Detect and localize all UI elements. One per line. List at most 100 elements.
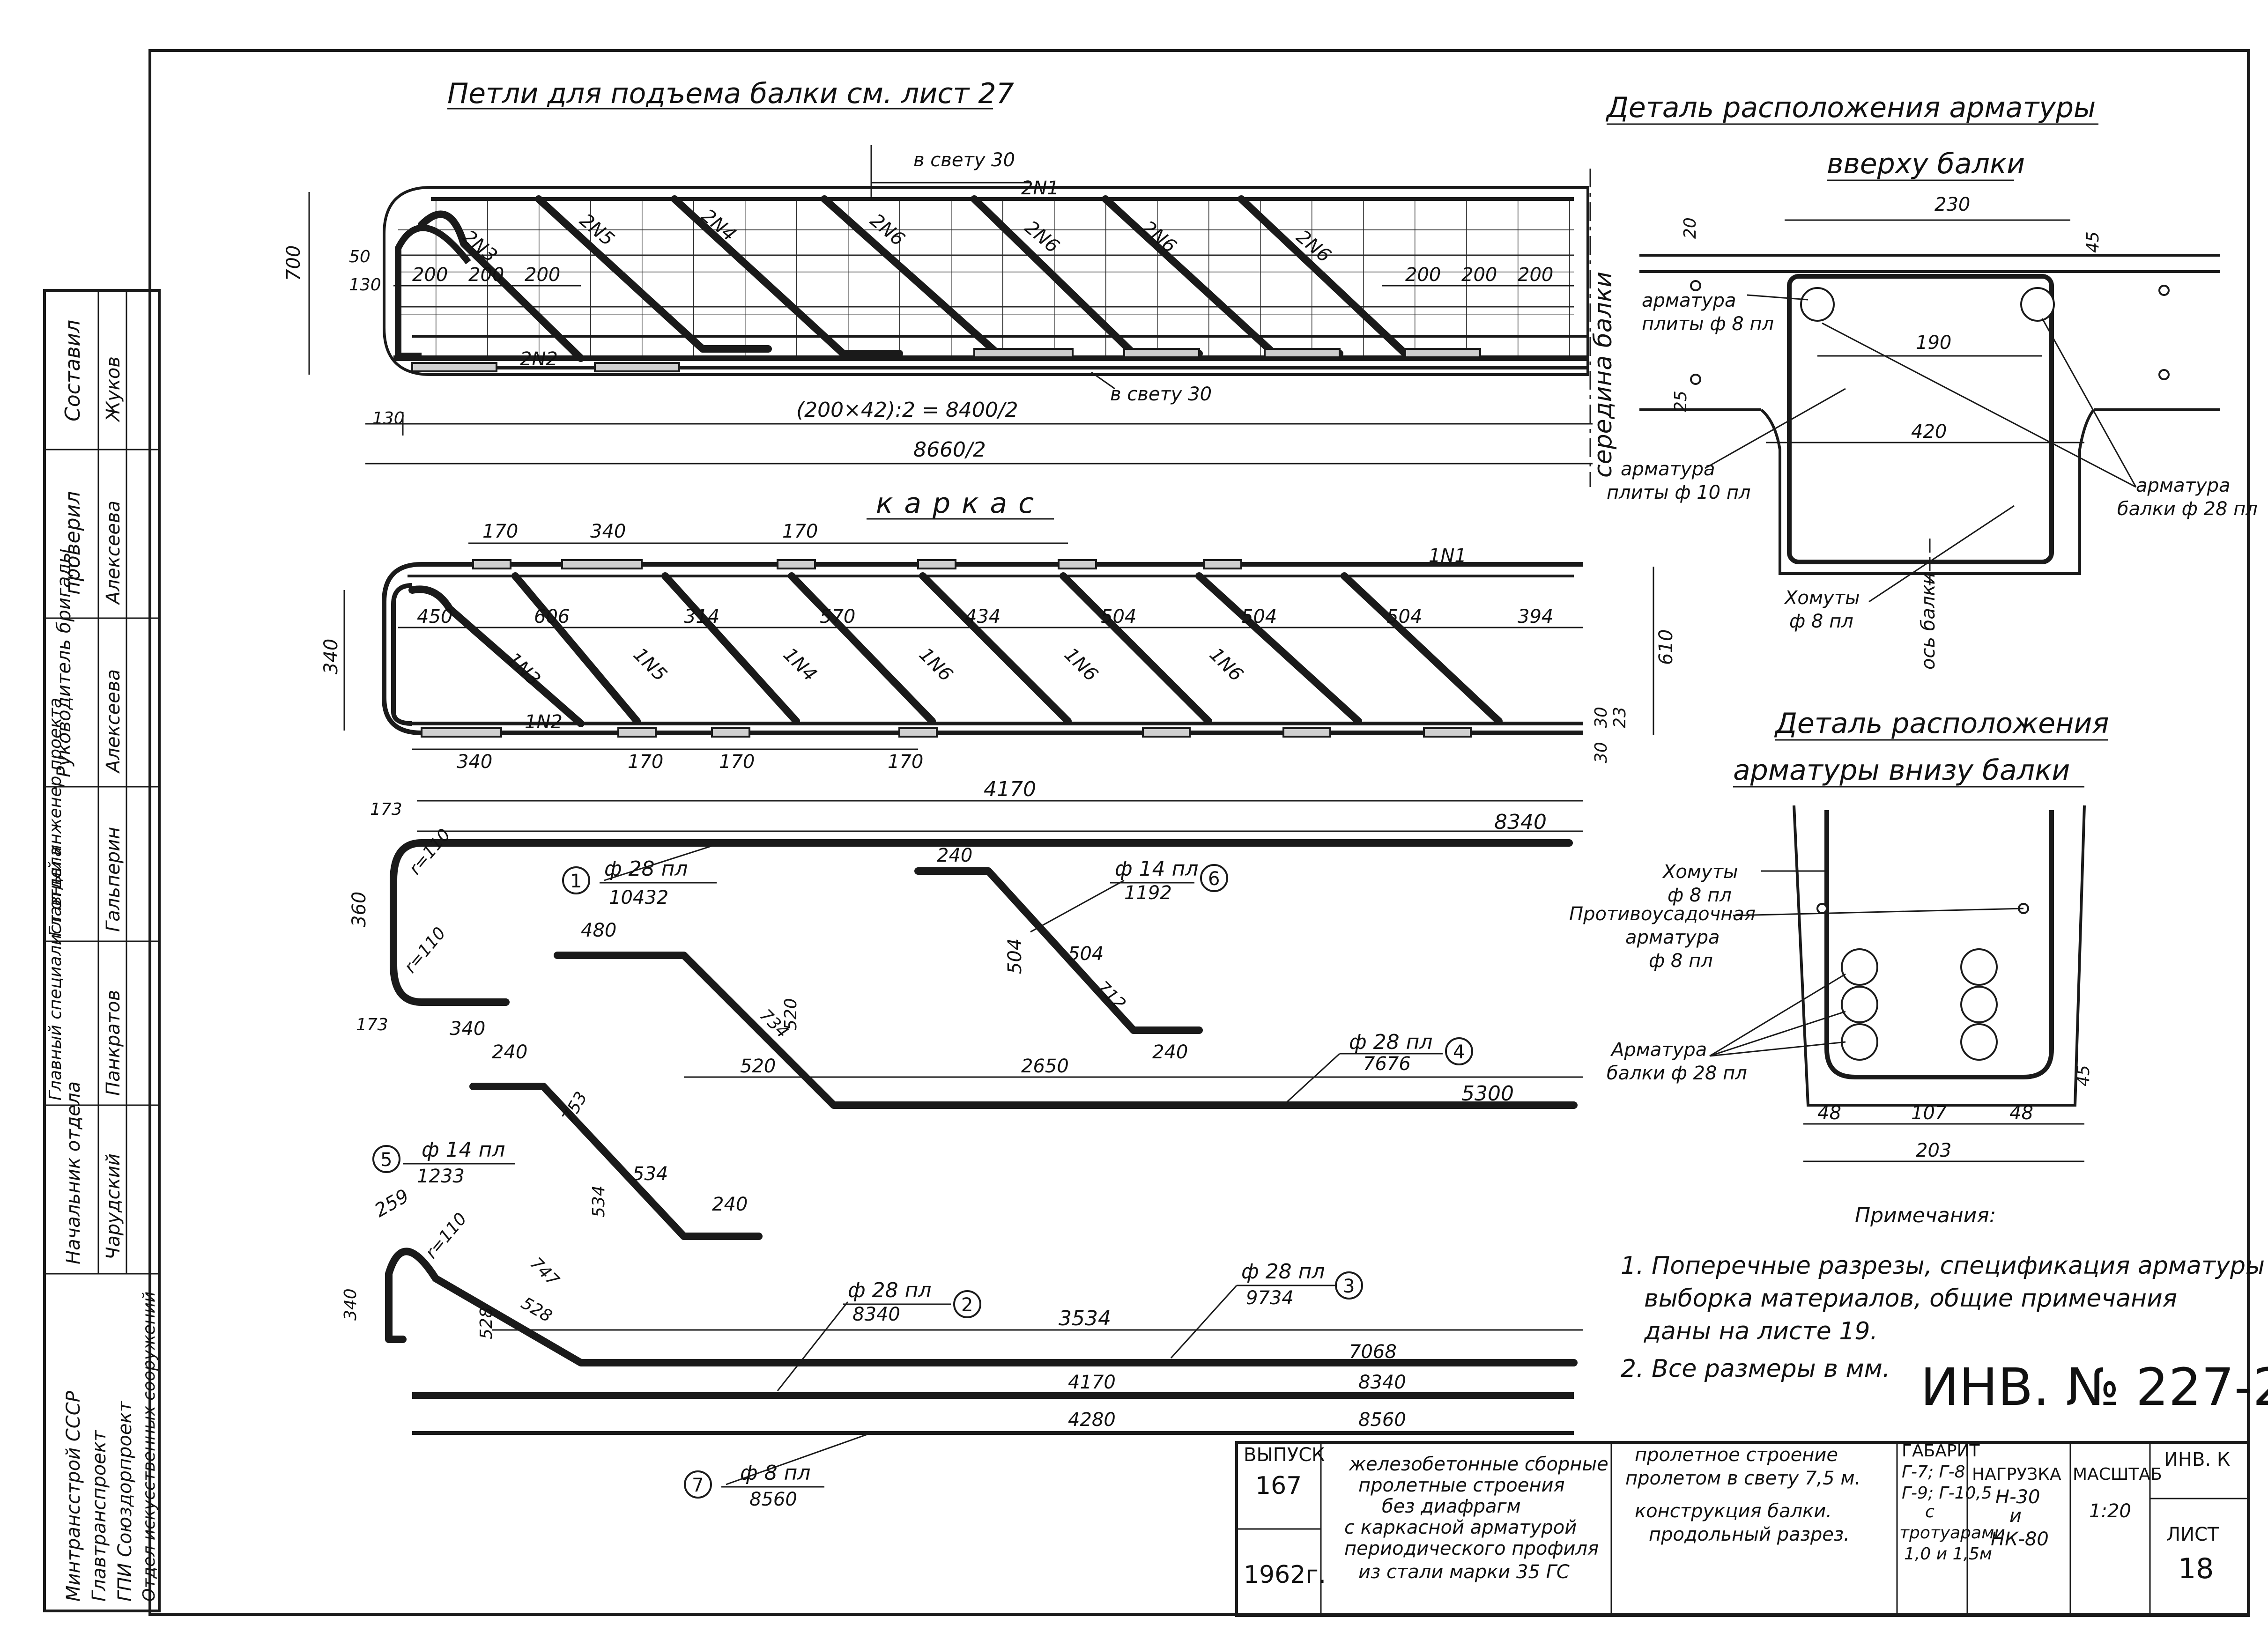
tb-gab-label: ГАБАРИТ [1902,1441,1980,1461]
bar2-num: 2 [961,1294,973,1316]
db-stir-1: Хомуты [1662,861,1738,883]
stamp-org-2: Главтранспроект [89,1430,110,1602]
k-span-0: 450 [417,606,452,628]
k-span-4: 434 [965,606,1001,628]
db-beam-2: балки ф 28 пл [1607,1063,1747,1084]
tb-desc-4: с каркасной арматурой [1344,1517,1577,1538]
db-48-a: 48 [1817,1102,1841,1124]
top-title: Петли для подъема балки см. лист 27 [447,77,1014,110]
k-dim-340-a: 340 [590,521,626,542]
stamp-org-4: Отдел искусственных сооружений [140,1292,159,1602]
k-span-2: 314 [684,606,719,628]
stamp-role-0: Составил [61,320,85,421]
bar5-dia: ф 14 пл [422,1138,505,1162]
dim-total: 8660/2 [913,438,986,462]
k-dim-610: 610 [1655,629,1677,665]
tb-vypusk: 167 [1255,1472,1302,1500]
bar6-len: 1192 [1124,882,1172,904]
bar4-dia: ф 28 пл [1349,1030,1432,1054]
k-dim-170-d: 170 [719,751,755,773]
bar3-num: 3 [1343,1276,1355,1297]
k-span-7: 504 [1386,606,1422,628]
bar4-5300: 5300 [1461,1082,1514,1106]
db-title1: Деталь расположения [1774,707,2109,740]
bar-6-shape [914,867,1203,1034]
k-span-3: 570 [820,606,855,628]
dt-slab8-1: арматура [1642,290,1736,311]
bar4-480: 480 [581,920,616,941]
db-anti-3: ф 8 пл [1649,950,1713,972]
dt-beam-1: арматура [2136,475,2230,496]
db-anti-1: Противоусадочная [1569,903,1756,925]
stamp-role-1: проверил [61,491,85,595]
db-107: 107 [1911,1102,1947,1124]
stamp-name-5: Чарудский [103,1153,124,1260]
k-dim-23: 23 [1610,707,1630,728]
bar1-173-b: 173 [356,1015,388,1034]
stamp-name-1: Алексеева [103,501,124,606]
dt-stir-2: ф 8 пл [1789,611,1853,632]
bar4-marker [1445,1037,1473,1065]
dt-slab8-2: плиты ф 8 пл [1642,313,1774,335]
db-anti-2: арматура [1625,927,1720,948]
tb-vypusk-label: ВЫПУСК [1244,1444,1325,1466]
dt-stirrup [1787,274,2054,564]
k-dim-170-b: 170 [782,521,818,542]
bar1-marker [562,866,590,894]
dt-20: 20 [1681,217,1700,239]
bar6-dia: ф 14 пл [1115,857,1198,881]
bar3-marker [1335,1271,1363,1300]
bar4-len: 7676 [1363,1053,1411,1075]
db-45: 45 [2074,1065,2093,1086]
dim-200-5: 200 [1461,264,1497,286]
dim-50: 50 [349,247,371,266]
dt-title1: Деталь расположения арматуры [1605,91,2096,124]
tb-desc-3: без диафрагм [1382,1496,1521,1517]
note-2: 2. Все размеры в мм. [1621,1355,1890,1383]
tb-obj-2: пролетом в свету 7,5 м. [1625,1468,1860,1489]
k-label-1n6-b: 1N6 [1060,644,1102,686]
bar3-dia: ф 28 пл [1241,1260,1325,1284]
bar-schedule: 4170 8340 360 173 173 340 r=110 r=110 1 … [341,777,1583,1510]
bar7-8560: 8560 [1358,1409,1406,1431]
tb-load-2: и [2009,1505,2022,1527]
section-midspan: середина балки [1589,272,1617,478]
dt-title2: вверху балки [1827,148,2025,180]
note-1a: 1. Поперечные разрезы, спецификация арма… [1621,1252,2265,1280]
bar4-num: 4 [1453,1041,1465,1063]
k-dim-30-a: 30 [1592,707,1611,728]
bar4-520-b: 520 [740,1056,776,1077]
tb-gab-3: с [1925,1502,1934,1521]
bar3-len: 9734 [1246,1287,1294,1309]
k-label-1n6-a: 1N6 [915,644,957,686]
k-dim-30-b: 30 [1592,742,1611,763]
bar6-marker [1200,864,1228,892]
bar1-173-a: 173 [370,800,402,819]
notes-title: Примечания: [1855,1204,1996,1227]
bar-1-shape [390,839,1573,1006]
bar2-r110: r=110 [422,1209,470,1262]
label-2n2: 2N2 [520,348,558,370]
bar7-dia: ф 8 пл [740,1461,810,1485]
k-label-1n5: 1N5 [629,644,671,686]
k-span-5: 504 [1101,606,1136,628]
bar5-marker [372,1145,400,1173]
bar1-8340: 8340 [1494,810,1547,834]
k-dim-340-b: 340 [457,751,492,773]
bar-2-shape [385,1248,1578,1366]
bar6-240-b: 240 [1152,1041,1188,1063]
dim-200-3: 200 [525,264,560,286]
tb-load-label: НАГРУЗКА [1972,1465,2061,1484]
bar7-4280: 4280 [1068,1409,1116,1431]
detail-bottom: Деталь расположения арматуры внизу балки… [1569,707,2109,1162]
k-dim-170-c: 170 [628,751,663,773]
dim-130-a: 130 [349,275,381,295]
stamp-role-2: Руководитель бригады [53,548,75,777]
dim-700: 700 [283,245,304,281]
bar4-520-a: 520 [781,998,800,1030]
k-label-1n2: 1N2 [525,711,563,733]
bar2-528-b: 528 [477,1307,496,1339]
inv-number: ИНВ. № 227-23 [1920,1357,2268,1417]
tb-scale: 1:20 [2089,1500,2131,1522]
stamp-name-4: Панкратов [103,990,124,1096]
